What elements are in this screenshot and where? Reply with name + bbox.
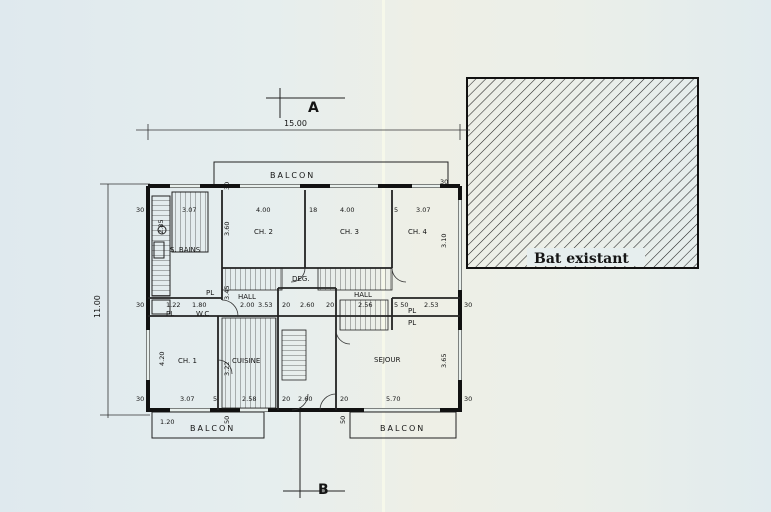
room-ch1-label: CH. 1 [178,357,197,365]
dim-bot-5-70: 5.70 [386,395,400,403]
dim-mid-30-right: 30 [464,301,472,309]
section-a-label: A [308,100,319,116]
dim-bal-50a: 50 [223,416,231,424]
dim-top-4-00a: 4.00 [256,206,270,214]
room-hall-left-label: HALL [238,293,256,301]
room-ch2-label: CH. 2 [254,228,273,236]
existing-building [466,77,699,269]
balcony-top-label: BALCON [270,171,315,180]
dim-mid-2-00: 2.00 [240,301,254,309]
window-openings [146,184,462,412]
dim-bot-30-left: 30 [136,395,144,403]
dim-top-3-07b: 3.07 [416,206,430,214]
dim-mid-2-53: 2.53 [424,301,438,309]
dim-v-3-10: 3.10 [440,234,448,248]
dim-mid-2-56: 2.56 [358,301,372,309]
dim-mid-3-53: 3.53 [258,301,272,309]
dim-mid-1-80: 1.80 [192,301,206,309]
dim-v-3-60: 3.60 [223,222,231,236]
bathroom-fixtures [151,191,209,315]
dim-bot-3-07: 3.07 [180,395,194,403]
pl-label-4: PL [408,319,416,327]
section-b-label: B [318,482,329,498]
overall-depth-label: 11.00 [93,295,102,318]
dim-mid-20a: 20 [282,301,290,309]
dim-top-5: 5 [394,206,398,214]
dim-mid-30-left: 30 [136,301,144,309]
balcony-left-label: BALCON [190,424,235,433]
dim-mid-1-22: 1.22 [166,301,180,309]
dim-bot-20b: 20 [340,395,348,403]
balcony-top-outline [213,161,449,187]
dim-v-4-20: 4.20 [158,352,166,366]
overall-width-label: 15.00 [284,119,307,128]
paper-fold [382,0,385,512]
dim-bot-20a: 20 [282,395,290,403]
dim-bot-30-right: 30 [464,395,472,403]
section-line [266,88,345,498]
dim-v-3-65: 3.65 [440,354,448,368]
room-living-label: SEJOUR [374,356,401,364]
dim-mid-5-50: 5 50 [394,301,408,309]
dim-bal-50b: 50 [339,416,347,424]
wc-label: W.C [196,310,209,318]
pl-label-3: PL [408,307,416,315]
dim-mid-20b: 20 [326,301,334,309]
stairs [221,267,393,409]
room-deg-label: DEG. [292,275,309,283]
dim-mid-2-60: 2.60 [300,301,314,309]
room-bath-label: S. BAINS [170,246,201,254]
pl-label-2: PL [166,310,174,318]
dim-v-3-45: 3.45 [223,286,231,300]
dim-v-3-22: 3.22 [223,362,231,376]
dim-top-30-right: 30 [440,178,448,186]
overall-dimension-lines [100,124,470,418]
dim-bot-2-60: 2.60 [298,395,312,403]
dim-top-30-left: 30 [136,206,144,214]
dim-v-2-85: 2.85 [157,220,165,234]
room-kitchen-label: CUISINE [232,357,260,365]
door-swings [217,267,407,411]
dim-top-18: 18 [309,206,317,214]
dim-bal-120: 1.20 [160,418,174,426]
dim-top-3-07: 3.07 [182,206,196,214]
balcony-right-label: BALCON [380,424,425,433]
existing-building-label: Bat existant [534,251,629,267]
dim-top-4-00b: 4.00 [340,206,354,214]
room-ch3-label: CH. 3 [340,228,359,236]
dim-bot-2-58: 2.58 [242,395,256,403]
dim-bot-5: 5 [213,395,217,403]
dim-top-30-mid: 30 [223,182,231,190]
pl-label-1: PL [206,289,214,297]
room-hall-right-label: HALL [354,291,372,299]
room-ch4-label: CH. 4 [408,228,427,236]
